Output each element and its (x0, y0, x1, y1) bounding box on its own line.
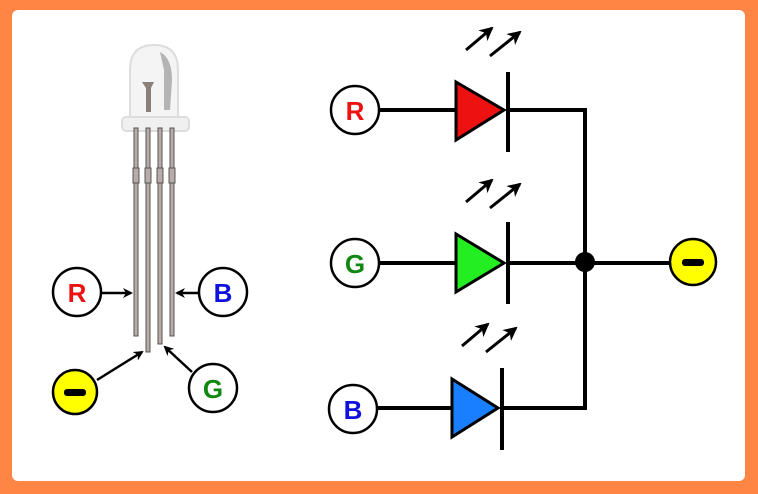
led-red-diode (454, 79, 507, 143)
left-labels (51, 266, 249, 416)
schematic-label-b: B (344, 395, 363, 425)
led-green-diode (454, 231, 507, 295)
lead-blue (169, 127, 175, 337)
lead-red (133, 127, 139, 337)
lead-green (157, 127, 163, 345)
led-flange (121, 116, 190, 132)
left-label-g: G (203, 374, 223, 404)
led-package (121, 43, 190, 132)
junction-dot (575, 252, 595, 272)
led-reflection (160, 52, 172, 110)
schematic-wires (378, 72, 670, 450)
left-label-b: B (214, 278, 233, 308)
left-label-r: R (68, 278, 87, 308)
led-blue-diode (450, 376, 501, 440)
arrow-neg (96, 350, 144, 382)
led-leads (132, 127, 176, 353)
arrow-g (163, 345, 193, 373)
schematic-minus-icon (682, 259, 704, 266)
led-anvil (142, 82, 154, 112)
left-minus-icon (64, 389, 86, 396)
schematic-label-r: R (346, 96, 365, 126)
left-arrows (96, 288, 198, 382)
light-emission-arrows (461, 26, 522, 354)
schematic-label-g: G (345, 249, 365, 279)
schematic-label-circles (327, 84, 718, 435)
lead-cathode (145, 127, 151, 353)
